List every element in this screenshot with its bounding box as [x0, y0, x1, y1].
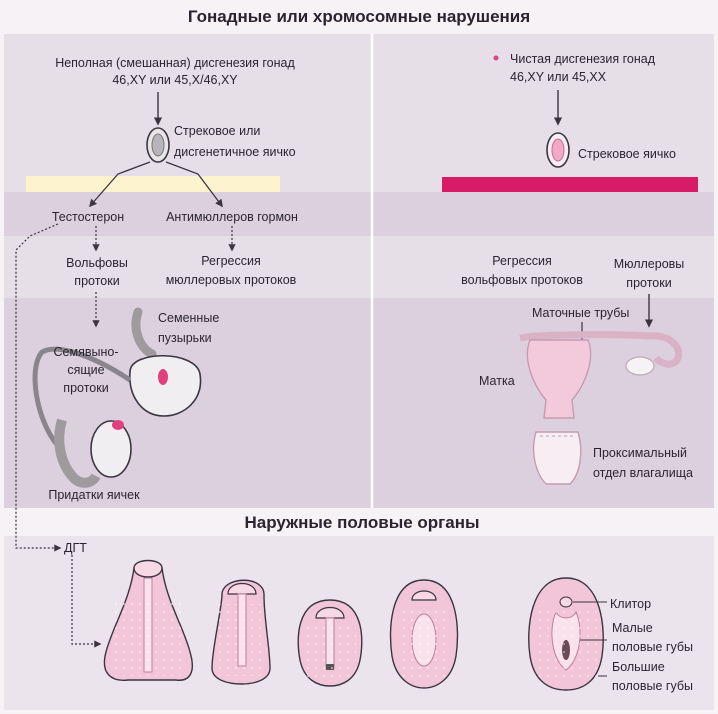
- seminal-vesicles-line2: пузырьки: [158, 331, 212, 345]
- vas-deferens-line2: сящие: [67, 363, 104, 377]
- amh-arrow: [165, 161, 223, 208]
- external-title: Наружные половые органы: [245, 513, 480, 532]
- left-gonad-line1: Стрековое или: [174, 124, 260, 138]
- testis-epididymis-illustration: [54, 418, 132, 488]
- labia-majora-line2: половые губы: [612, 679, 693, 693]
- external-stage-1-illustration: [103, 559, 194, 681]
- dgt-dotted-path: [15, 223, 62, 552]
- external-stage-4-illustration: [389, 579, 459, 689]
- right-gonad-label: Стрековое яичко: [578, 147, 676, 161]
- left-origin-line1: Неполная (смешанная) дисгенезия гонад: [55, 56, 295, 70]
- left-gonad-strip: [26, 176, 280, 192]
- dgt-to-genitalia-arrow: [71, 555, 102, 648]
- left-origin-line2: 46,XY или 45,X/46,XY: [112, 73, 238, 87]
- dgt-label: ДГТ: [64, 541, 87, 555]
- testosterone-arrow: [88, 161, 151, 208]
- external-stage-2-illustration: [211, 579, 271, 685]
- labia-majora-line1: Большие: [612, 660, 665, 674]
- mullerian-line2: протоки: [626, 276, 671, 290]
- right-origin-line1: Чистая дисгенезия гонад: [510, 52, 656, 66]
- vas-deferens-illustration: [32, 346, 132, 448]
- uterus-label: Матка: [479, 374, 515, 388]
- external-stage-5-illustration: [528, 577, 604, 691]
- vas-deferens-line1: Семявыно-: [54, 345, 119, 359]
- right-gonad-strip: [442, 177, 698, 192]
- ducts-panel: [4, 236, 714, 298]
- hormone-band: [4, 192, 714, 236]
- uterus-illustration: [519, 331, 683, 485]
- wolffian-line1: Вольфовы: [66, 256, 128, 270]
- right-streak-gonad-icon: [546, 132, 570, 168]
- seminal-vesicles-line1: Семенные: [158, 311, 219, 325]
- mullerian-regression-line2: мюллеровых протоков: [166, 273, 297, 287]
- tubes-label: Маточные трубы: [532, 306, 629, 320]
- vas-deferens-line3: протоки: [63, 381, 108, 395]
- bullet-icon: [493, 55, 499, 61]
- header-title: Гонадные или хромосомные нарушения: [188, 7, 530, 26]
- wolffian-line2: протоки: [74, 274, 119, 288]
- epididymis-label: Придатки яичек: [48, 488, 140, 502]
- right-origin-line2: 46,XY или 45,XX: [510, 70, 607, 84]
- left-gonad-line2: дисгенетичное яичко: [174, 145, 296, 159]
- top-panel: [4, 34, 714, 192]
- vagina-line2: отдел влагалища: [593, 466, 693, 480]
- vagina-line1: Проксимальный: [593, 446, 687, 460]
- mullerian-line1: Мюллеровы: [614, 257, 685, 271]
- mullerian-regression-line1: Регрессия: [201, 254, 260, 268]
- labia-minora-line1: Малые: [612, 621, 653, 635]
- wolffian-regression-line2: вольфовых протоков: [461, 273, 583, 287]
- labia-minora-line2: половые губы: [612, 640, 693, 654]
- wolffian-regression-line1: Регрессия: [492, 254, 551, 268]
- external-stage-3-illustration: [297, 599, 363, 687]
- amh-label: Антимюллеров гормон: [166, 210, 298, 224]
- seminal-vesicle-illustration: [129, 307, 202, 417]
- clitoris-label: Клитор: [610, 597, 651, 611]
- testosterone-label: Тестостерон: [52, 210, 124, 224]
- left-streak-gonad-icon: [146, 127, 170, 163]
